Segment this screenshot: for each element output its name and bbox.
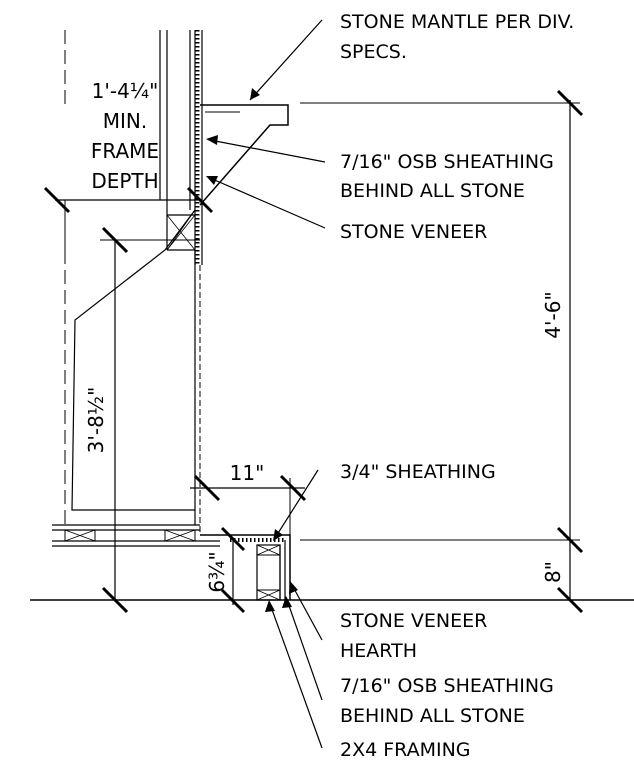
callout-osb-bottom-line1: 7/16" OSB SHEATHING: [340, 675, 554, 697]
dim-hearth-rise: 6¾": [205, 551, 229, 592]
callout-stone-veneer: STONE VENEER: [340, 221, 487, 243]
dim-frame-depth-value: 1'-4¼": [92, 79, 159, 103]
callout-framing: 2X4 FRAMING: [340, 739, 471, 761]
callout-osb-top-line2: BEHIND ALL STONE: [340, 180, 525, 202]
wall-framing: [55, 30, 201, 535]
leader-lines: [206, 19, 326, 749]
dim-frame-depth-min: MIN.: [103, 109, 147, 133]
stone-mantle: [199, 104, 289, 206]
dim-hearth-width: 11": [230, 461, 265, 485]
dim-frame-depth-depth: DEPTH: [91, 169, 158, 193]
dim-mantle-height: 4'-6": [541, 291, 565, 338]
callout-mantle-line1: STONE MANTLE PER DIV.: [340, 11, 574, 33]
firebox-outline: [71, 209, 196, 525]
dim-frame-depth-frame: FRAME: [91, 139, 159, 163]
callout-sheathing: 3/4" SHEATHING: [340, 461, 496, 483]
callout-hearth-line1: STONE VENEER: [340, 610, 487, 632]
dim-hearth-height: 8": [541, 561, 565, 583]
callout-osb-top-line1: 7/16" OSB SHEATHING: [340, 151, 554, 173]
callout-hearth-line2: HEARTH: [340, 640, 417, 662]
callout-mantle-line2: SPECS.: [340, 41, 407, 63]
floor-structure: [52, 524, 220, 547]
callout-labels: STONE MANTLE PER DIV. SPECS. 7/16" OSB S…: [340, 11, 574, 761]
callout-osb-bottom-line2: BEHIND ALL STONE: [340, 705, 525, 727]
dimension-lines: [43, 89, 584, 614]
veneer-hatch: [194, 30, 203, 265]
dimension-labels: 1'-4¼" MIN. FRAME DEPTH 3'-8½" 11" 6¾" 4…: [84, 79, 565, 593]
dim-firebox-height: 3'-8½": [84, 387, 108, 454]
